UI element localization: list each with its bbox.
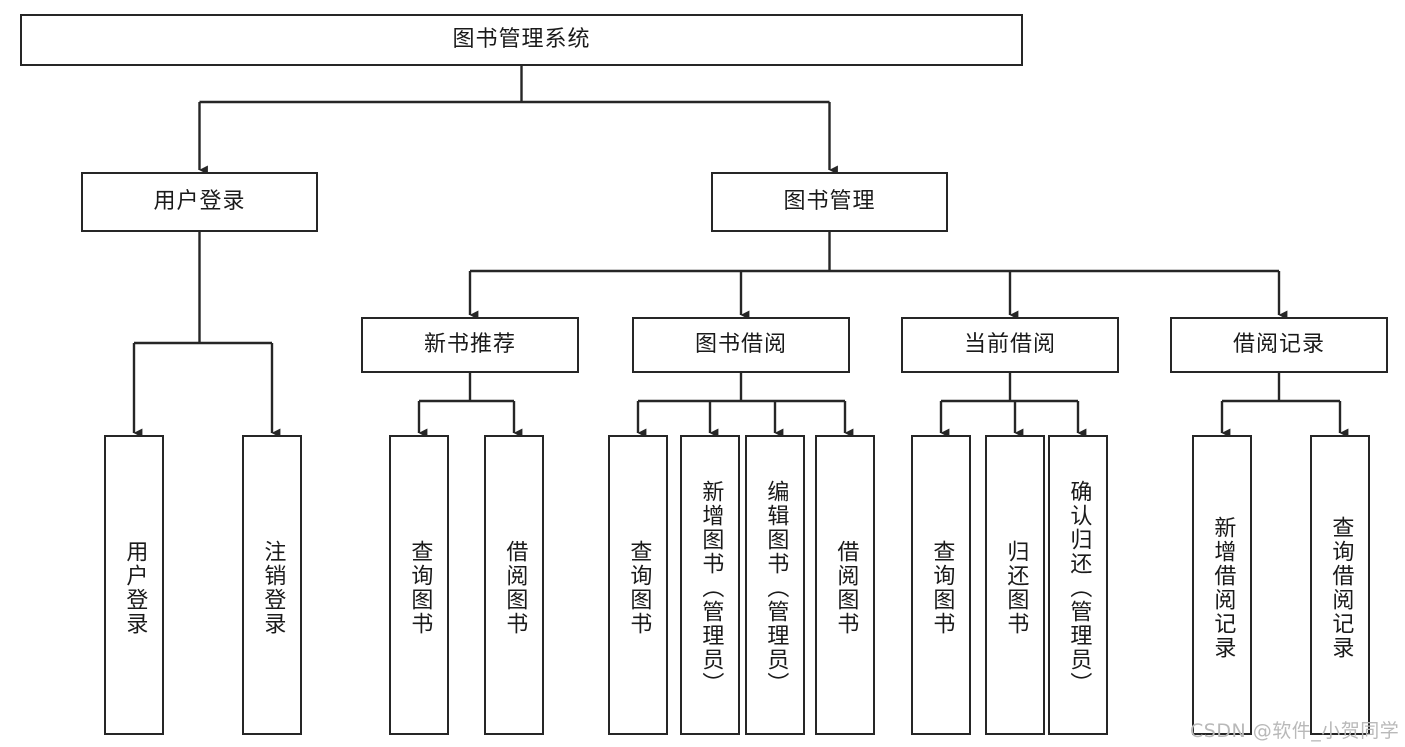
node-new-book-rec[interactable]: 新书推荐 — [361, 317, 579, 373]
node-leaf-borrow-book-1[interactable]: 借阅图书 — [484, 435, 544, 735]
node-label: 新增图书（管理员） — [698, 480, 724, 696]
node-leaf-return-book[interactable]: 归还图书 — [985, 435, 1045, 735]
node-label: 用户登录 — [153, 188, 246, 214]
node-label: 确认归还（管理员） — [1066, 480, 1092, 696]
node-leaf-user-login[interactable]: 用户登录 — [104, 435, 164, 735]
node-label: 查询图书 — [626, 540, 652, 636]
node-leaf-query-book-3[interactable]: 查询图书 — [911, 435, 971, 735]
node-leaf-add-book[interactable]: 新增图书（管理员） — [680, 435, 740, 735]
node-leaf-user-logout[interactable]: 注销登录 — [242, 435, 302, 735]
node-label: 归还图书 — [1003, 540, 1029, 636]
node-borrow-record[interactable]: 借阅记录 — [1170, 317, 1388, 373]
node-leaf-query-book-2[interactable]: 查询图书 — [608, 435, 668, 735]
node-leaf-query-book-1[interactable]: 查询图书 — [389, 435, 449, 735]
node-label: 借阅图书 — [502, 540, 528, 636]
node-label: 新增借阅记录 — [1210, 516, 1236, 660]
node-label: 编辑图书（管理员） — [763, 480, 789, 696]
node-leaf-query-record[interactable]: 查询借阅记录 — [1310, 435, 1370, 735]
node-leaf-borrow-book-2[interactable]: 借阅图书 — [815, 435, 875, 735]
node-leaf-confirm-return[interactable]: 确认归还（管理员） — [1048, 435, 1108, 735]
node-label: 查询借阅记录 — [1328, 516, 1354, 660]
node-label: 新书推荐 — [423, 331, 516, 357]
node-label: 借阅图书 — [833, 540, 859, 636]
node-label: 查询图书 — [407, 540, 433, 636]
node-current-borrow[interactable]: 当前借阅 — [901, 317, 1119, 373]
node-user-login[interactable]: 用户登录 — [81, 172, 318, 232]
node-root[interactable]: 图书管理系统 — [20, 14, 1023, 66]
node-book-borrow[interactable]: 图书借阅 — [632, 317, 850, 373]
node-label: 图书借阅 — [694, 331, 787, 357]
node-leaf-add-record[interactable]: 新增借阅记录 — [1192, 435, 1252, 735]
node-label: 图书管理 — [783, 188, 876, 214]
node-label: 查询图书 — [929, 540, 955, 636]
node-leaf-edit-book[interactable]: 编辑图书（管理员） — [745, 435, 805, 735]
node-label: 注销登录 — [260, 540, 286, 636]
node-label: 借阅记录 — [1232, 331, 1325, 357]
node-label: 用户登录 — [122, 540, 148, 636]
node-label: 图书管理系统 — [452, 26, 591, 52]
node-book-manage[interactable]: 图书管理 — [711, 172, 948, 232]
node-label: 当前借阅 — [963, 331, 1056, 357]
